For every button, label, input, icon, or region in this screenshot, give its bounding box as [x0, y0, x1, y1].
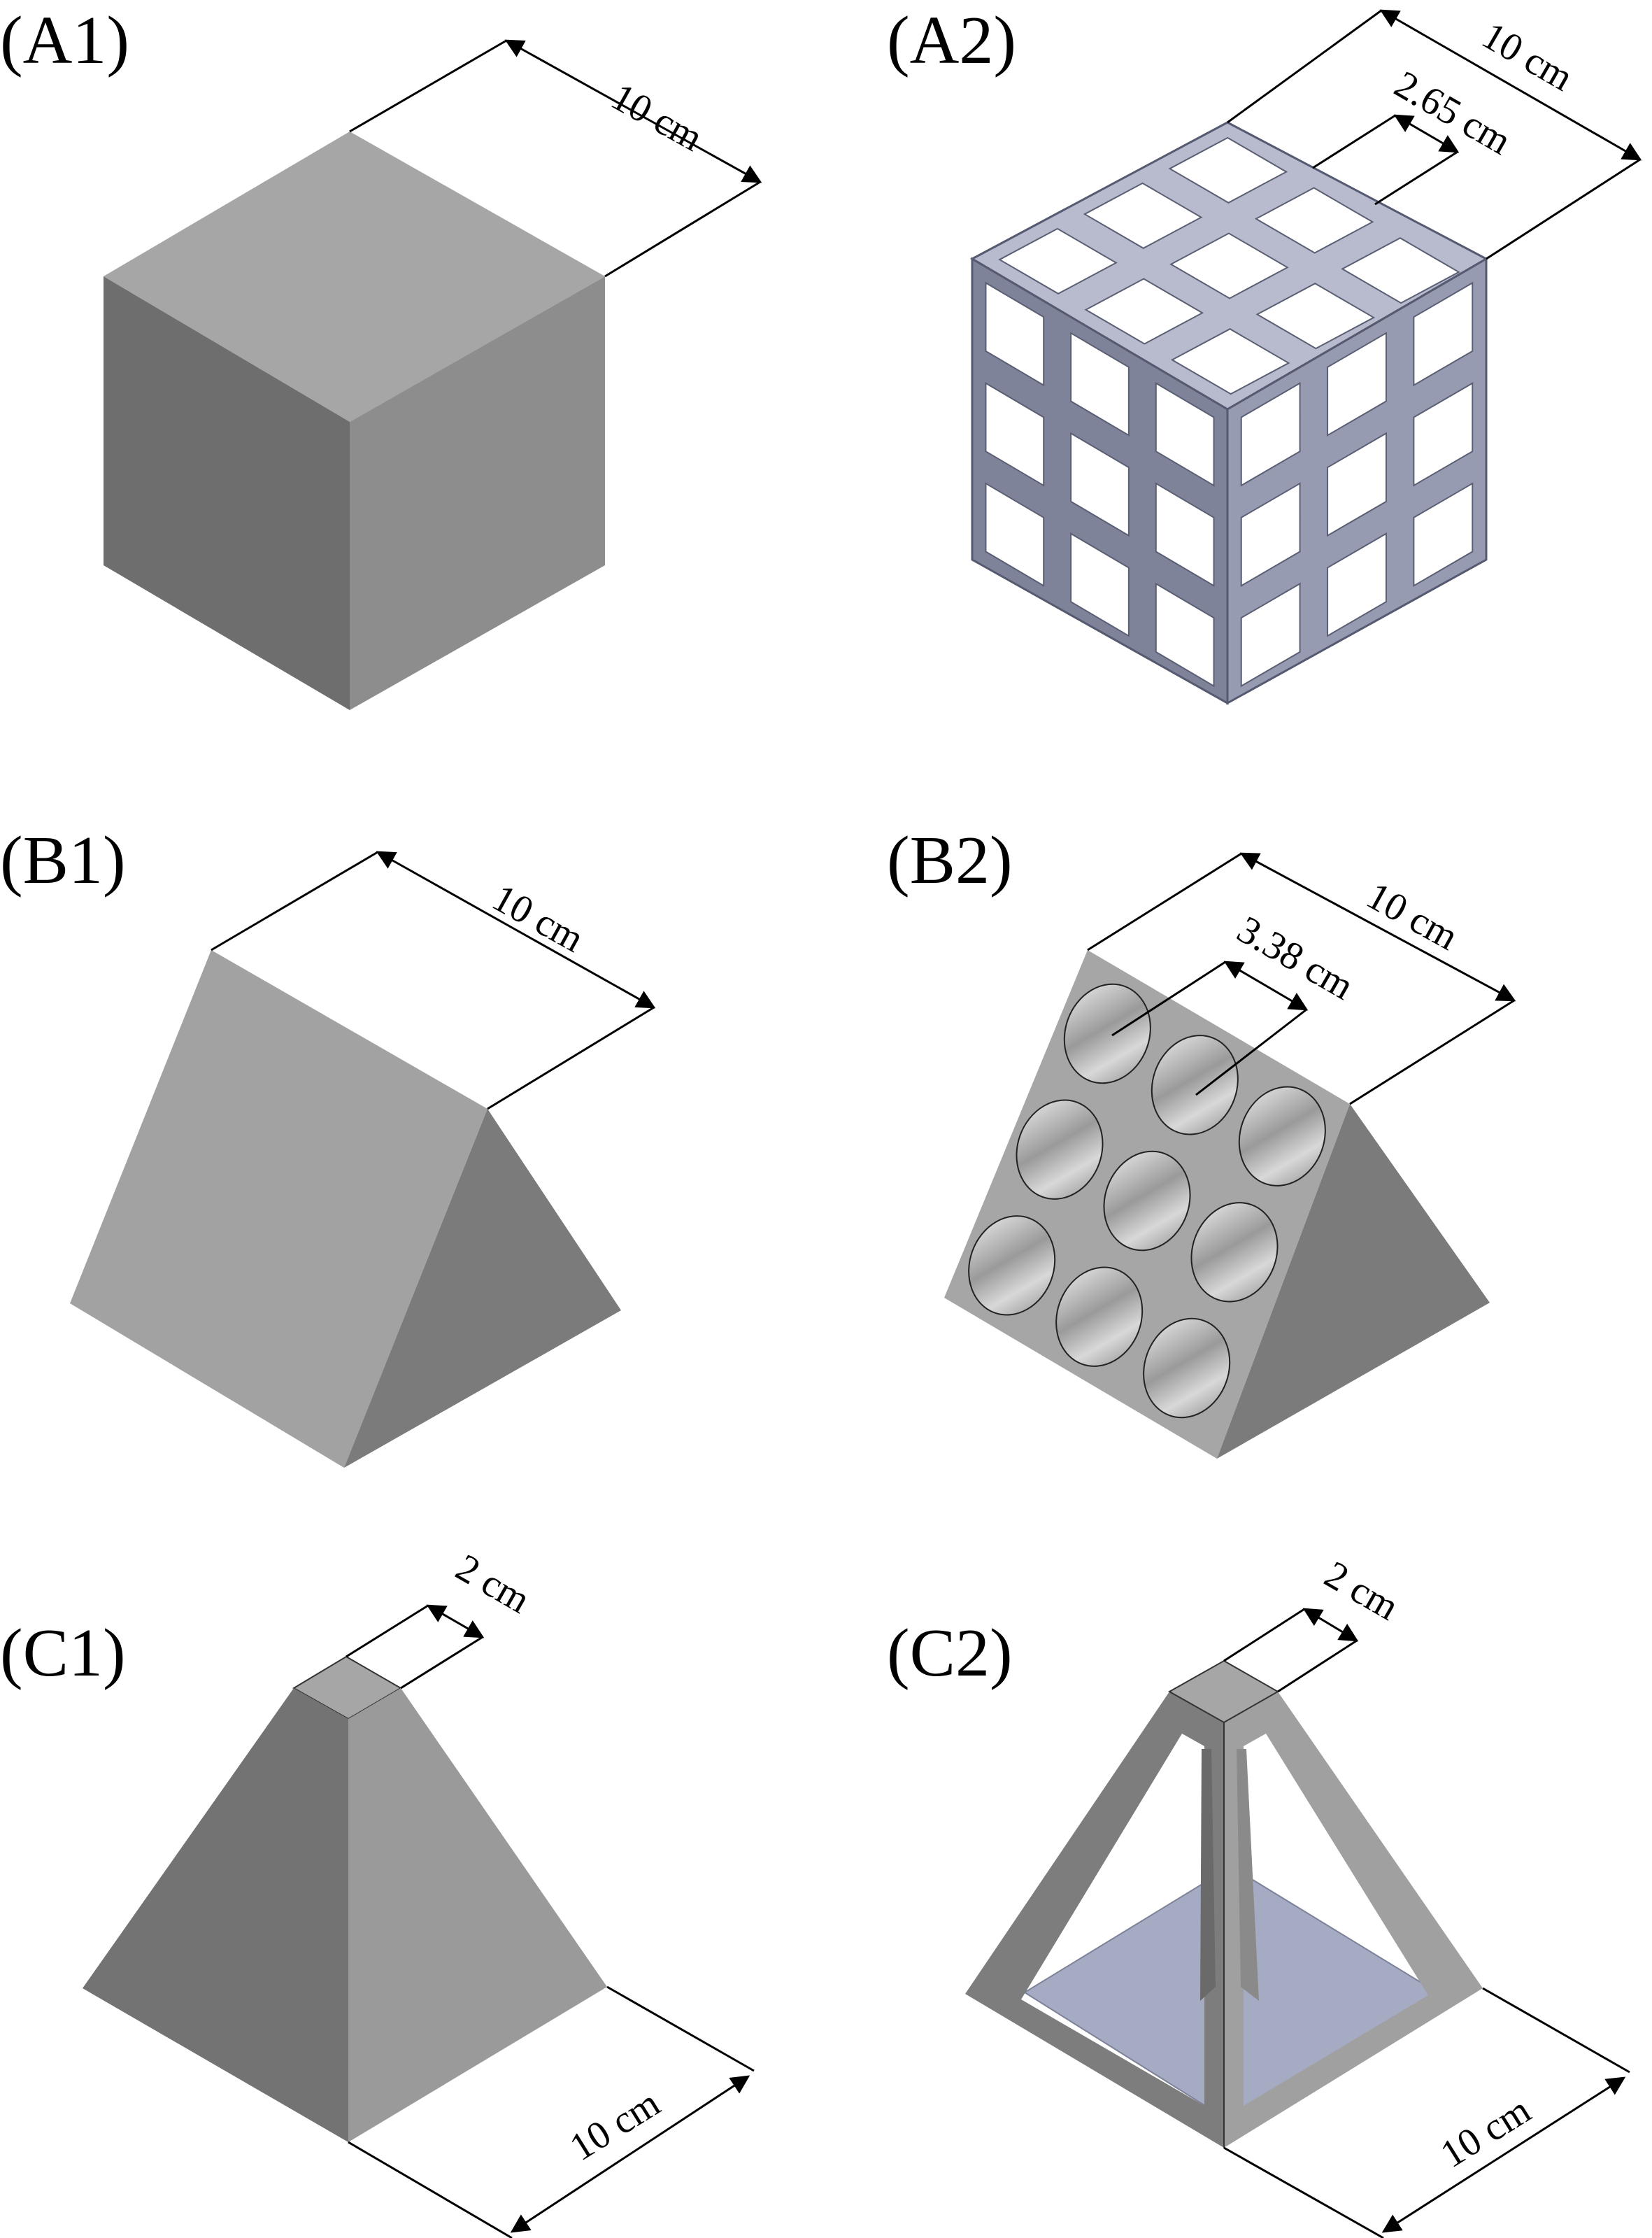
dimension-label-c1-base: 10 cm	[562, 2081, 667, 2169]
lattice-left-opening	[1070, 332, 1130, 437]
circular-holes	[968, 983, 1326, 1419]
circular-hole	[1190, 1202, 1279, 1303]
lattice-right-opening	[1413, 281, 1474, 387]
panel-c2: (C2) 2 cm 10 cm	[887, 1553, 1630, 2238]
solid-pyramid	[83, 1655, 607, 2142]
lattice-top-opening	[998, 227, 1118, 295]
lattice-top-opening	[1170, 328, 1290, 395]
lattice-right-opening	[1413, 381, 1474, 487]
lattice-top-opening	[1084, 278, 1204, 345]
circular-hole	[1016, 1099, 1104, 1200]
circular-hole	[1151, 1035, 1239, 1135]
dimension-label-a1: 10 cm	[604, 75, 710, 160]
circular-hole	[968, 1215, 1056, 1316]
dimension-label-a2: 10 cm	[1475, 14, 1581, 100]
dimension-c2-top: 2 cm	[1223, 1553, 1407, 1693]
frame-left-face	[965, 1692, 1224, 2148]
circular-hole	[1055, 1266, 1144, 1367]
frame-back-strut-right	[1237, 1749, 1259, 2001]
lattice-left-opening	[1070, 532, 1130, 637]
lattice-top-opening	[1169, 232, 1289, 299]
lattice-right-opening	[1327, 532, 1387, 637]
lattice-openings	[985, 136, 1474, 688]
dimension-label-c1-top: 2 cm	[449, 1546, 538, 1622]
solid-cube	[104, 132, 605, 710]
lattice-left-opening	[985, 281, 1045, 387]
perforated-prism	[944, 950, 1490, 1459]
perforated-prism-end-face	[1217, 1104, 1490, 1459]
dimension-label-c2-base: 10 cm	[1433, 2088, 1538, 2176]
lattice-left-opening	[985, 381, 1045, 487]
cube-top-face	[104, 132, 605, 422]
dimension-c1-top: 2 cm	[346, 1546, 538, 1690]
lattice-left-opening	[1155, 582, 1215, 688]
lattice-left-opening	[985, 482, 1045, 588]
cube-right-face	[350, 276, 605, 710]
lattice-cube	[969, 121, 1489, 705]
lattice-right-opening	[1327, 332, 1387, 437]
prism-end-face	[344, 1109, 621, 1468]
lattice-right-opening	[1327, 432, 1387, 537]
panel-label-c1: (C1)	[0, 1615, 126, 1691]
lattice-top-opening	[1341, 237, 1460, 304]
cube-left-face	[104, 276, 350, 710]
solid-prism	[70, 950, 621, 1468]
frame-pyramid	[965, 1659, 1483, 2148]
panel-a1: (A1) 10 cm	[0, 3, 762, 710]
pyramid-right-face	[348, 1688, 607, 2142]
lattice-top-opening	[1083, 182, 1203, 249]
dimension-label-b2-hole: 3.38 cm	[1230, 908, 1361, 1009]
circular-hole	[1103, 1150, 1191, 1252]
panel-c1: (C1) 2 cm 10 cm	[0, 1546, 755, 2238]
lattice-right-opening	[1240, 582, 1301, 688]
panel-b1: (B1) 10 cm	[0, 823, 656, 1468]
panel-a2: (A2) 10 cm 2.65 cm	[887, 3, 1642, 705]
lattice-right-opening	[1413, 482, 1474, 588]
panel-label-a1: (A1)	[0, 3, 129, 78]
circular-hole	[1063, 983, 1151, 1084]
circular-hole	[1143, 1317, 1231, 1419]
lattice-top-opening	[1255, 283, 1376, 350]
lattice-right-opening	[1240, 381, 1301, 487]
lattice-left-opening	[1155, 381, 1215, 487]
panel-label-c2: (C2)	[887, 1615, 1013, 1691]
panel-label-b2: (B2)	[887, 823, 1013, 898]
lattice-top-opening	[1254, 187, 1374, 254]
panel-label-a2: (A2)	[887, 3, 1016, 78]
panel-b2: (B2) 10 cm 3.38 cm	[887, 823, 1516, 1459]
panel-label-b1: (B1)	[0, 823, 126, 898]
lattice-right-opening	[1240, 482, 1301, 588]
lattice-left-opening	[1070, 432, 1130, 537]
pyramid-left-face	[83, 1688, 348, 2142]
lattice-left-opening	[1155, 482, 1215, 588]
dimension-label-b1: 10 cm	[485, 876, 591, 961]
circular-hole	[1238, 1086, 1326, 1187]
frame-back-strut-left	[1200, 1749, 1216, 2001]
frame-right-face	[1224, 1692, 1483, 2148]
lattice-top-opening	[1168, 136, 1288, 204]
prism-slope-face	[70, 950, 487, 1468]
dimension-label-c2-top: 2 cm	[1318, 1553, 1407, 1629]
